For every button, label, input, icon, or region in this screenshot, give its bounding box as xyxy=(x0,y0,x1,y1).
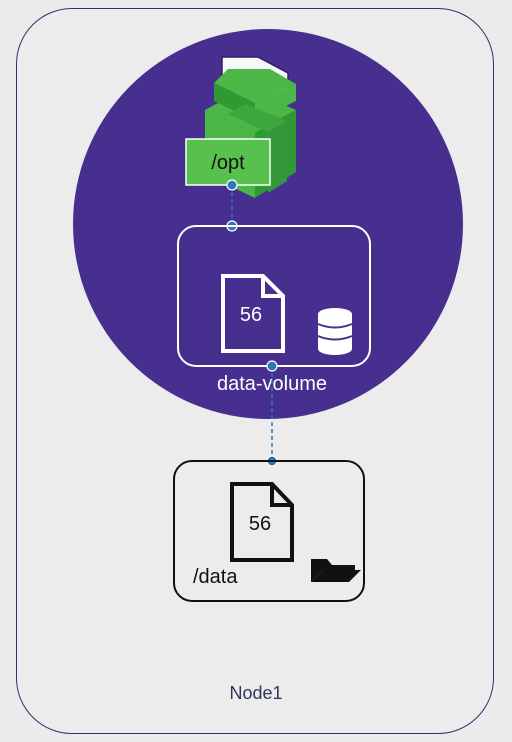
container-connector-dot xyxy=(226,179,238,191)
host-file-icon xyxy=(230,482,294,562)
pod-circle xyxy=(73,29,463,419)
database-icon xyxy=(317,308,353,355)
host-path-label: /data xyxy=(193,566,238,588)
folder-icon xyxy=(311,559,361,582)
volume-bottom-connector-dot xyxy=(266,360,278,372)
host-file-value: 56 xyxy=(249,513,271,535)
pod-file-icon xyxy=(221,274,285,353)
pod-file-value: 56 xyxy=(240,304,262,326)
node-label: Node1 xyxy=(229,683,283,703)
host-path-box xyxy=(173,460,365,602)
container-path-label: /opt xyxy=(211,152,245,174)
